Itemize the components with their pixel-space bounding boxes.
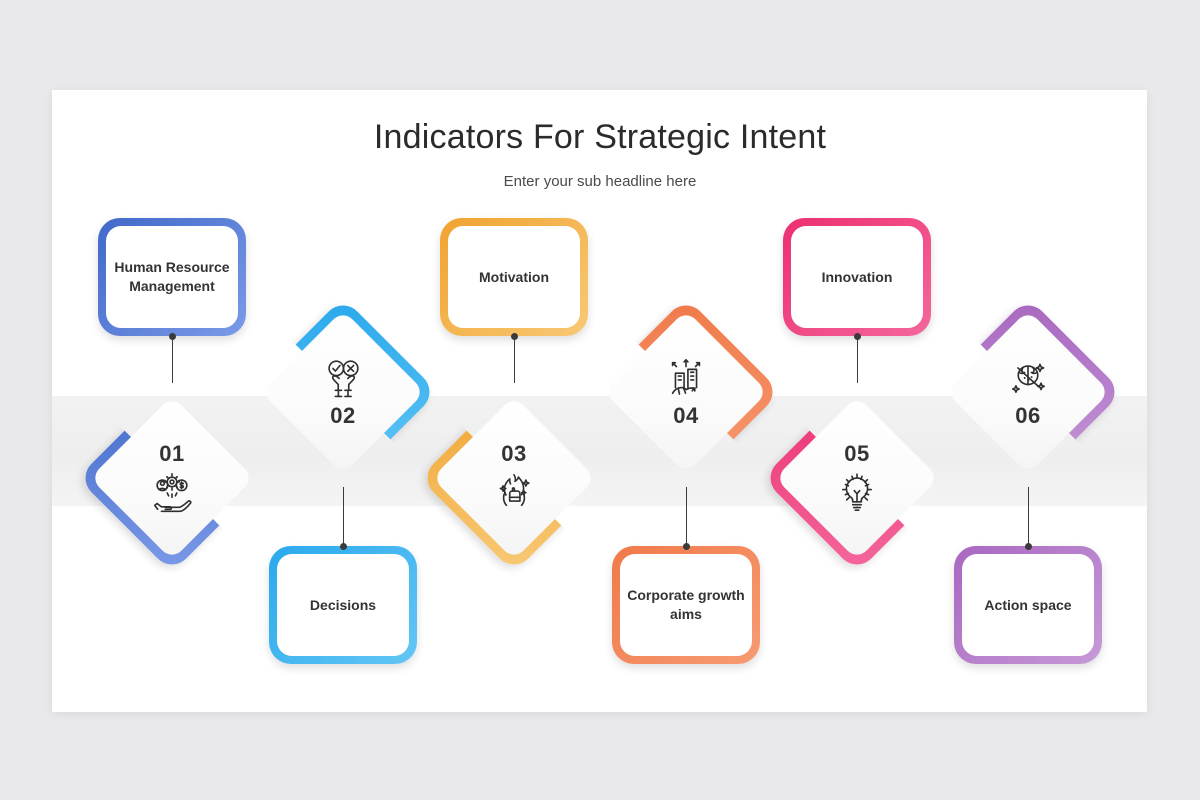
step-card-05[interactable]: Innovation xyxy=(783,218,931,336)
connector-dot-04 xyxy=(683,543,690,550)
connector-dot-05 xyxy=(854,333,861,340)
brain-idea-stars-icon xyxy=(1005,355,1051,401)
diamond-content-03: 03 xyxy=(447,411,581,545)
step-card-label-02: Decisions xyxy=(277,554,409,656)
step-diamond-02[interactable]: 02 xyxy=(276,325,410,459)
connector-line-03 xyxy=(514,336,515,383)
step-card-04[interactable]: Corporate growth aims xyxy=(612,546,760,664)
step-number-06: 06 xyxy=(1015,403,1041,428)
step-number-03: 03 xyxy=(501,441,527,466)
connector-line-04 xyxy=(686,487,687,546)
step-card-label-03: Motivation xyxy=(448,226,580,328)
diamond-content-04: 04 xyxy=(619,325,753,459)
diamond-content-02: 02 xyxy=(276,325,410,459)
connector-line-02 xyxy=(343,487,344,546)
step-number-04: 04 xyxy=(673,403,699,428)
step-diamond-03[interactable]: 03 xyxy=(447,411,581,545)
hand-people-gear-money-icon xyxy=(149,469,195,515)
diamond-content-05: 05 xyxy=(790,411,924,545)
page-subtitle: Enter your sub headline here xyxy=(503,173,697,190)
lightbulb-gear-icon xyxy=(834,469,880,515)
connector-dot-03 xyxy=(511,333,518,340)
step-number-01: 01 xyxy=(159,441,185,466)
connector-line-01 xyxy=(172,336,173,383)
step-diamond-05[interactable]: 05 xyxy=(790,411,924,545)
diamond-content-06: 06 xyxy=(961,325,1095,459)
step-number-05: 05 xyxy=(844,441,870,466)
connector-line-06 xyxy=(1028,487,1029,546)
step-card-06[interactable]: Action space xyxy=(954,546,1102,664)
step-card-02[interactable]: Decisions xyxy=(269,546,417,664)
building-growth-arrows-icon xyxy=(663,355,709,401)
connector-dot-02 xyxy=(340,543,347,550)
connector-dot-01 xyxy=(169,333,176,340)
step-card-label-01: Human Resource Management xyxy=(106,226,238,328)
step-diamond-04[interactable]: 04 xyxy=(619,325,753,459)
fist-flame-icon xyxy=(491,469,537,515)
diamond-content-01: 01 xyxy=(105,411,239,545)
connector-dot-06 xyxy=(1025,543,1032,550)
step-number-02: 02 xyxy=(330,403,356,428)
step-diamond-01[interactable]: 01 xyxy=(105,411,239,545)
step-diamond-06[interactable]: 06 xyxy=(961,325,1095,459)
step-card-label-06: Action space xyxy=(962,554,1094,656)
connector-line-05 xyxy=(857,336,858,383)
step-card-03[interactable]: Motivation xyxy=(440,218,588,336)
page-title: Indicators For Strategic Intent xyxy=(373,118,827,156)
step-card-01[interactable]: Human Resource Management xyxy=(98,218,246,336)
step-card-label-04: Corporate growth aims xyxy=(620,554,752,656)
step-card-label-05: Innovation xyxy=(791,226,923,328)
hands-check-cross-icon xyxy=(320,355,366,401)
